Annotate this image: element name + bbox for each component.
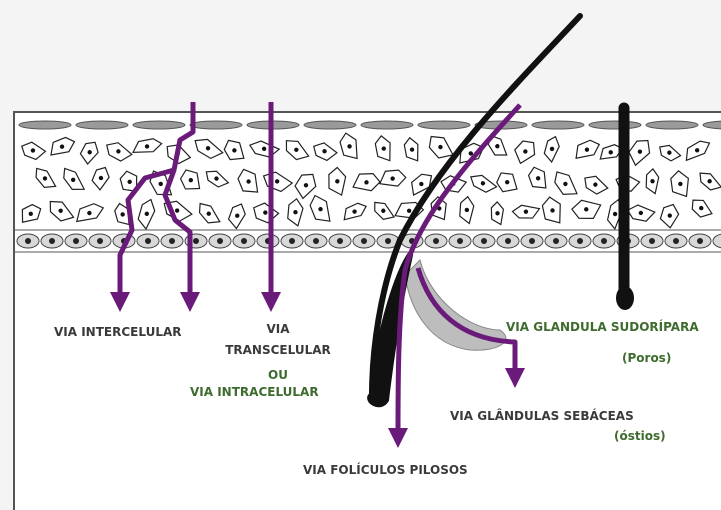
sweat-gland-end <box>616 286 634 310</box>
basal-cell <box>545 234 567 248</box>
basal-cell <box>161 234 183 248</box>
basal-cell <box>305 234 327 248</box>
skin-panel <box>14 112 721 510</box>
basal-cell <box>497 234 519 248</box>
label-via: VIA <box>218 322 338 337</box>
corneum-cell <box>532 121 584 129</box>
basal-cell <box>665 234 687 248</box>
basal-cell <box>353 234 375 248</box>
basal-cell <box>521 234 543 248</box>
corneum-cell <box>589 121 641 129</box>
basal-cell <box>41 234 63 248</box>
corneum-cell <box>190 121 242 129</box>
corneum-cell <box>304 121 356 129</box>
label-via-intracelular: VIA INTRACELULAR <box>190 385 319 400</box>
basal-cell <box>89 234 111 248</box>
basal-cell <box>425 234 447 248</box>
corneum-cell <box>19 121 71 129</box>
basal-cell <box>233 234 255 248</box>
basal-cell <box>569 234 591 248</box>
corneum-cell <box>418 121 470 129</box>
basal-cell <box>137 234 159 248</box>
basal-cell <box>689 234 711 248</box>
label-ostios: (óstios) <box>614 429 666 444</box>
basal-cell <box>449 234 471 248</box>
corneum-cell <box>76 121 128 129</box>
basal-cell <box>473 234 495 248</box>
basal-cell <box>257 234 279 248</box>
basal-cell <box>329 234 351 248</box>
label-transcelular: TRANSCELULAR <box>218 343 338 358</box>
label-via-glandula-sudoripara: VIA GLANDULA SUDORÍPARA <box>506 320 699 335</box>
corneum-cell <box>133 121 185 129</box>
label-poros: (Poros) <box>622 351 671 366</box>
label-via-foliculos-pilosos: VIA FOLÍCULOS PILOSOS <box>303 463 468 478</box>
label-via-glandulas-sebaceas: VIA GLÂNDULAS SEBÁCEAS <box>450 409 634 424</box>
basal-cell <box>209 234 231 248</box>
basal-cell <box>17 234 39 248</box>
corneum-cell <box>361 121 413 129</box>
basal-cell <box>593 234 615 248</box>
basal-cell <box>281 234 303 248</box>
label-ou: OU <box>218 368 338 383</box>
label-via-intercelular: VIA INTERCELULAR <box>54 325 182 340</box>
basal-cell <box>641 234 663 248</box>
corneum-cell <box>646 121 698 129</box>
basal-cell <box>65 234 87 248</box>
